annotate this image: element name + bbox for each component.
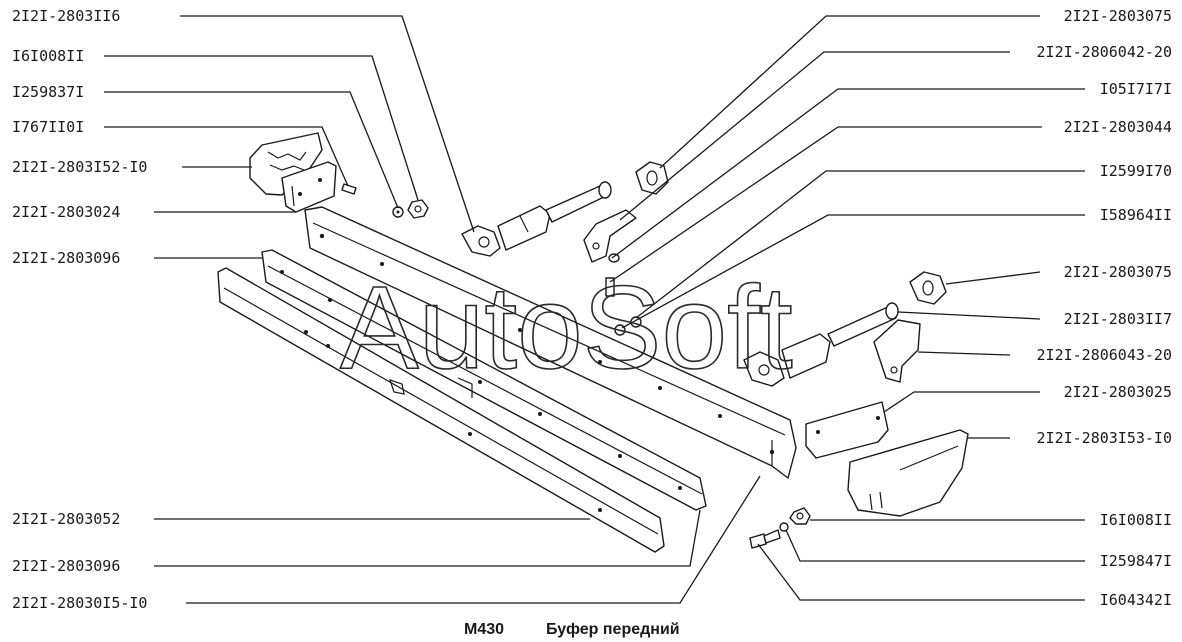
right-labels: 2I2I-2803075 2I2I-2806042-20 I05I7I7I 2I… bbox=[1037, 7, 1172, 609]
part-label-right-5: I2599I70 bbox=[1100, 162, 1172, 180]
left-bolt bbox=[341, 183, 357, 195]
left-shock-absorber bbox=[461, 181, 612, 257]
part-label-left-8: 2I2I-2803052 bbox=[12, 510, 120, 528]
part-label-left-10: 2I2I-28030I5-I0 bbox=[12, 594, 147, 612]
left-nut bbox=[407, 199, 429, 219]
part-label-left-1: 2I2I-2803II6 bbox=[12, 7, 120, 25]
right-end-cap bbox=[847, 429, 969, 517]
part-label-right-11: 2I2I-2803I53-I0 bbox=[1037, 429, 1172, 447]
part-label-right-14: I604342I bbox=[1100, 591, 1172, 609]
right-bracket bbox=[805, 401, 889, 459]
bumper-beam bbox=[304, 206, 797, 479]
right-shock-absorber bbox=[743, 302, 899, 387]
part-label-right-12: I6I008II bbox=[1100, 511, 1172, 529]
part-label-right-10: 2I2I-2803025 bbox=[1064, 383, 1172, 401]
left-bracket bbox=[281, 161, 337, 213]
part-label-left-5: 2I2I-2803I52-I0 bbox=[12, 158, 147, 176]
part-label-right-2: 2I2I-2806042-20 bbox=[1037, 43, 1172, 61]
part-label-right-1: 2I2I-2803075 bbox=[1064, 7, 1172, 25]
left-rubber-cap bbox=[635, 161, 669, 195]
watermark-text: AutoSoft bbox=[340, 262, 793, 394]
diagram-title-text: Буфер передний bbox=[546, 621, 680, 638]
part-label-right-7: 2I2I-2803075 bbox=[1064, 263, 1172, 281]
reinforcement-strip bbox=[261, 249, 707, 511]
part-label-right-13: I259847I bbox=[1100, 552, 1172, 570]
right-nut bbox=[789, 507, 811, 525]
left-mount-plate bbox=[583, 209, 637, 263]
part-label-right-4: 2I2I-2803044 bbox=[1064, 118, 1172, 136]
part-label-left-7: 2I2I-2803096 bbox=[12, 249, 120, 267]
diagram-title: M430 Буфер передний bbox=[464, 621, 680, 638]
part-label-right-9: 2I2I-2806043-20 bbox=[1037, 346, 1172, 364]
part-label-left-3: I259837I bbox=[12, 83, 84, 101]
lower-bumper-panel bbox=[217, 267, 665, 553]
part-label-left-6: 2I2I-2803024 bbox=[12, 203, 120, 221]
part-label-right-6: I58964II bbox=[1100, 206, 1172, 224]
left-washer bbox=[392, 206, 404, 218]
part-label-left-9: 2I2I-2803096 bbox=[12, 557, 120, 575]
right-rubber-cap bbox=[909, 271, 947, 305]
part-label-right-8: 2I2I-2803II7 bbox=[1064, 310, 1172, 328]
right-bolt bbox=[749, 529, 781, 549]
part-label-right-3: I05I7I7I bbox=[1100, 80, 1172, 98]
part-label-left-4: I767II0I bbox=[12, 118, 84, 136]
diagram-code: M430 bbox=[464, 621, 504, 638]
left-labels: 2I2I-2803II6 I6I008II I259837I I767II0I … bbox=[12, 7, 147, 612]
right-mount-plate bbox=[873, 319, 921, 383]
mid-bolt bbox=[605, 277, 615, 297]
mid-washer bbox=[608, 253, 620, 263]
part-label-left-2: I6I008II bbox=[12, 47, 84, 65]
leader-lines bbox=[104, 15, 1085, 604]
right-washer bbox=[779, 522, 789, 532]
